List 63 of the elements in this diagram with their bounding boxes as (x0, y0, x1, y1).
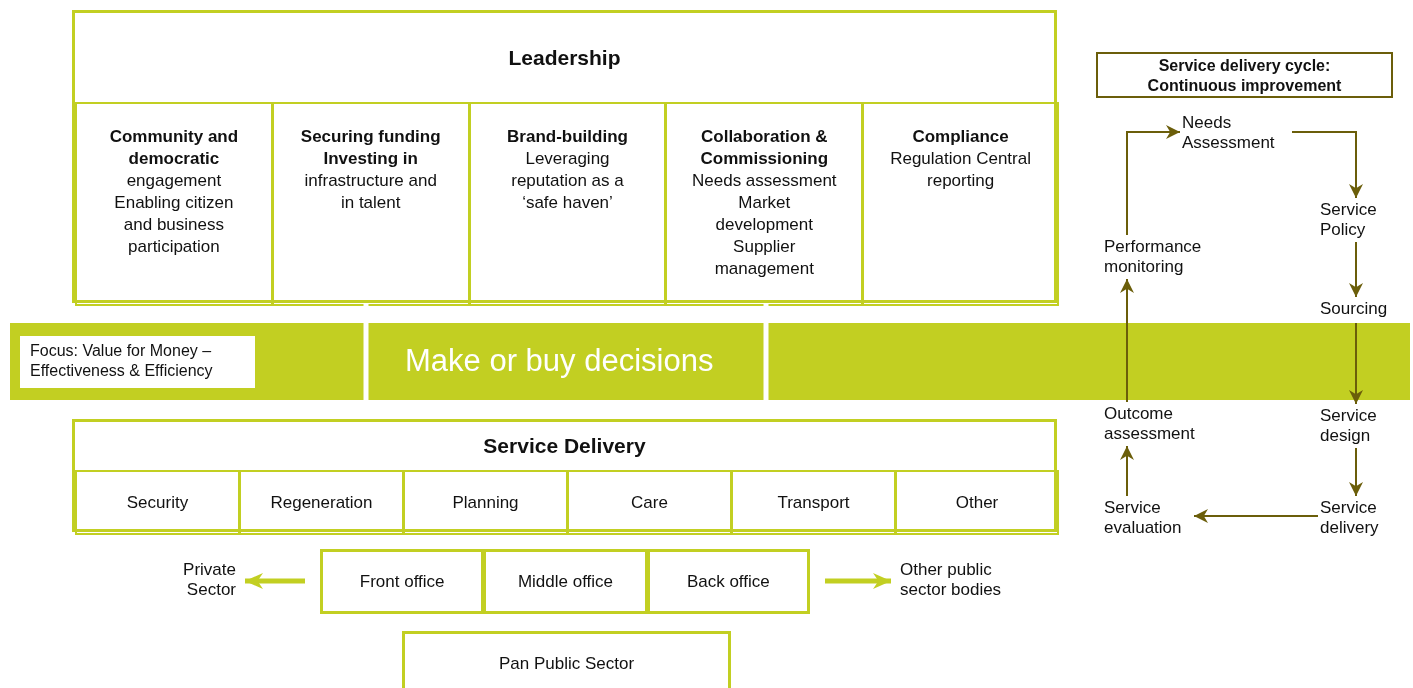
column-text: Leveraging reputation as a ‘safe haven’ (510, 148, 625, 214)
service-cell (567, 470, 732, 535)
group-box (72, 10, 1057, 303)
arrow (1120, 445, 1134, 497)
node-text: Planning (451, 491, 520, 514)
node-text: Middle office (516, 570, 615, 593)
column-cell (271, 102, 470, 306)
arrow (1126, 125, 1181, 236)
column-cell (468, 102, 667, 306)
column-heading: Brand-building (506, 126, 629, 148)
group-box (402, 631, 731, 688)
arrow (1291, 131, 1363, 199)
arrow (1349, 322, 1363, 405)
title-text: Service delivery cycle: Continuous improvement (1146, 56, 1343, 96)
arrow (1349, 447, 1363, 497)
node-text: Needs Assessment (1181, 112, 1276, 154)
title-box (1096, 52, 1393, 98)
node-text: Outcome assessment (1103, 403, 1196, 445)
service-cell (403, 470, 568, 535)
node-text: Performance monitoring (1103, 236, 1203, 278)
node-text: Service design (1319, 405, 1378, 447)
group-box (72, 419, 1057, 532)
arrow (1193, 509, 1319, 523)
band-heading: Make or buy decisions (405, 342, 714, 380)
node-text: Front office (358, 570, 446, 593)
section-heading: Service Delivery (482, 433, 647, 459)
column-cell (862, 102, 1059, 306)
service-cell (75, 470, 240, 535)
decision-band (10, 323, 1410, 400)
note-box (20, 336, 255, 388)
node-text: Private Sector (182, 559, 237, 601)
node-text: Service Policy (1319, 199, 1378, 241)
office-cell (483, 549, 648, 614)
column-cell (75, 102, 273, 306)
node-text: Other (954, 491, 1000, 514)
node-text: Back office (685, 570, 771, 593)
node-text: Security (125, 491, 190, 514)
node-text: Service evaluation (1103, 497, 1183, 539)
arrow (1120, 278, 1134, 403)
column-text: Regulation Central reporting (889, 148, 1032, 192)
service-cell (895, 470, 1059, 535)
node-text: Other public sector bodies (899, 559, 1003, 601)
office-cell (646, 549, 810, 614)
arrow (825, 573, 891, 589)
office-cell (320, 549, 485, 614)
node-text: Care (630, 491, 669, 514)
node-text: Sourcing (1319, 298, 1389, 320)
service-cell (239, 470, 404, 535)
column-cell (665, 102, 864, 306)
column-text: Needs assessment Market development Supplier management (691, 170, 838, 280)
service-cell (731, 470, 896, 535)
column-heading: Compliance (911, 126, 1010, 148)
node-text: Pan Public Sector (497, 653, 636, 675)
section-heading: Leadership (507, 44, 622, 71)
note-text: Focus: Value for Money – Effectiveness & Efficiency (29, 341, 214, 381)
node-text: Transport (776, 491, 851, 514)
arrow (245, 573, 305, 589)
arrow (1349, 241, 1363, 298)
node-text: Service delivery (1319, 497, 1380, 539)
column-heading: Collaboration & Commissioning (699, 126, 830, 170)
column-text: infrastructure and in talent (303, 170, 438, 214)
column-text: engagement Enabling citizen and business participation (113, 170, 235, 258)
node-text: Regeneration (269, 491, 374, 514)
